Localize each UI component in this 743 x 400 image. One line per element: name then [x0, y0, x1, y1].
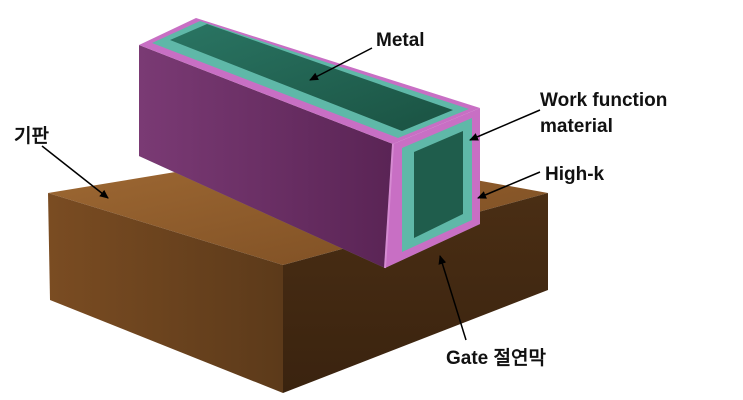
high-k-label: High-k — [545, 164, 605, 185]
annotation-arrows — [41, 47, 541, 341]
metal-label: Metal — [376, 30, 425, 51]
gate-insulator-label: Gate 절연막 — [446, 347, 546, 369]
metal-front-face — [414, 131, 463, 238]
metal-arrow — [309, 47, 373, 81]
work-function-label-line1: Work function — [540, 90, 667, 111]
high-k-side-face — [139, 45, 393, 268]
work-function-arrow — [469, 109, 541, 141]
substrate-arrow — [41, 145, 109, 199]
substrate-side-face — [283, 193, 548, 393]
substrate-front-face — [48, 193, 283, 393]
labels: Metal Work function material High-k 기판 G… — [14, 30, 667, 369]
work-function-label-line2: material — [540, 116, 613, 137]
high-k-arrow — [477, 171, 541, 199]
substrate-label: 기판 — [14, 125, 49, 147]
gate-insulator-arrow — [438, 255, 467, 341]
